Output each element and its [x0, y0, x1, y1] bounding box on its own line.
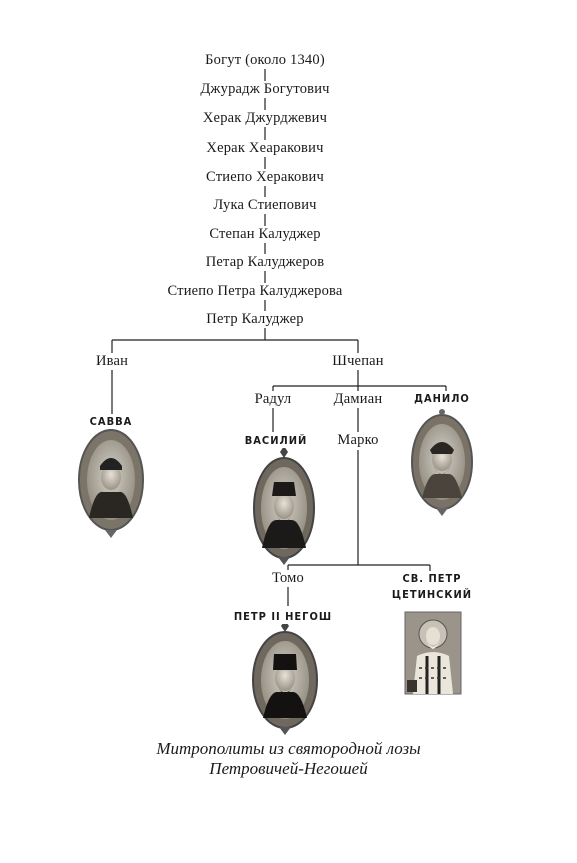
lineage-petar: Петар Калуджеров — [202, 254, 328, 271]
label-petr-ii: ПЕТР II НЕГОШ — [231, 609, 335, 624]
label-petr-i-line1: СВ. ПЕТР — [400, 571, 464, 586]
label-savva: САВВА — [87, 414, 135, 429]
label-vasily: ВАСИЛИЙ — [242, 433, 310, 448]
portrait-petr-ii — [252, 620, 318, 735]
lineage-stiepo-1: Стиепо Херакович — [203, 169, 327, 186]
lineage-petr-kaludjer: Петр Калуджер — [203, 311, 307, 328]
branch-marko: Марко — [334, 432, 382, 449]
portrait-vasily — [253, 446, 315, 565]
branch-ivan: Иван — [92, 353, 132, 370]
lineage-stepan: Степан Калуджер — [206, 226, 324, 243]
branch-tomo: Томо — [269, 570, 307, 587]
branch-radul: Радул — [251, 391, 295, 408]
lineage-herak-1: Херак Джурджевич — [199, 110, 331, 127]
branch-shchepan: Шчепан — [329, 353, 387, 370]
lineage-herak-2: Херак Хеаракович — [203, 140, 327, 157]
portrait-savva — [78, 424, 144, 538]
lineage-bogut: Богут (около 1340) — [202, 52, 328, 69]
lineage-djuradj: Джурадж Богутович — [197, 81, 333, 98]
lineage-luka: Лука Стиепович — [210, 197, 320, 214]
portrait-danilo — [411, 409, 473, 516]
icon-petr-i-cetinjski — [404, 611, 462, 695]
lineage-stiepo-2: Стиепо Петра Калуджерова — [164, 283, 346, 300]
branch-damian: Дамиан — [330, 391, 386, 408]
caption-line-2: Петровичей-Негошей — [209, 759, 368, 778]
caption-line-1: Митрополиты из святородной лозы — [156, 739, 421, 758]
label-petr-i-line2: ЦЕТИНСКИЙ — [389, 587, 475, 602]
label-danilo: ДАНИЛО — [412, 391, 472, 406]
